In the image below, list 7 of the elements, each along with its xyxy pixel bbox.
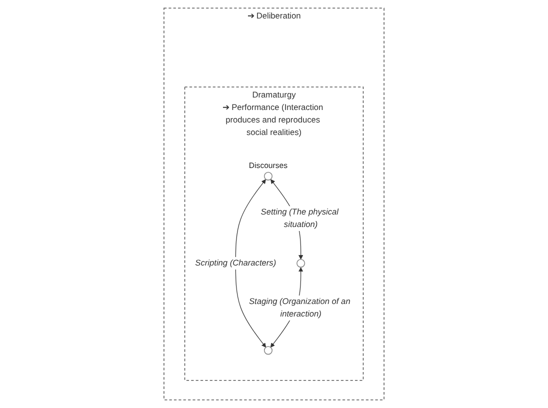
node-circle [264, 172, 273, 180]
edge-label: Scripting (Characters) [195, 258, 276, 268]
edge-label: Setting (The physical situation) [260, 208, 339, 229]
arrow [235, 179, 266, 348]
node-circle [296, 259, 306, 268]
edge-label: Staging (Organization of an interaction) [248, 297, 350, 318]
node-circle [264, 346, 273, 355]
